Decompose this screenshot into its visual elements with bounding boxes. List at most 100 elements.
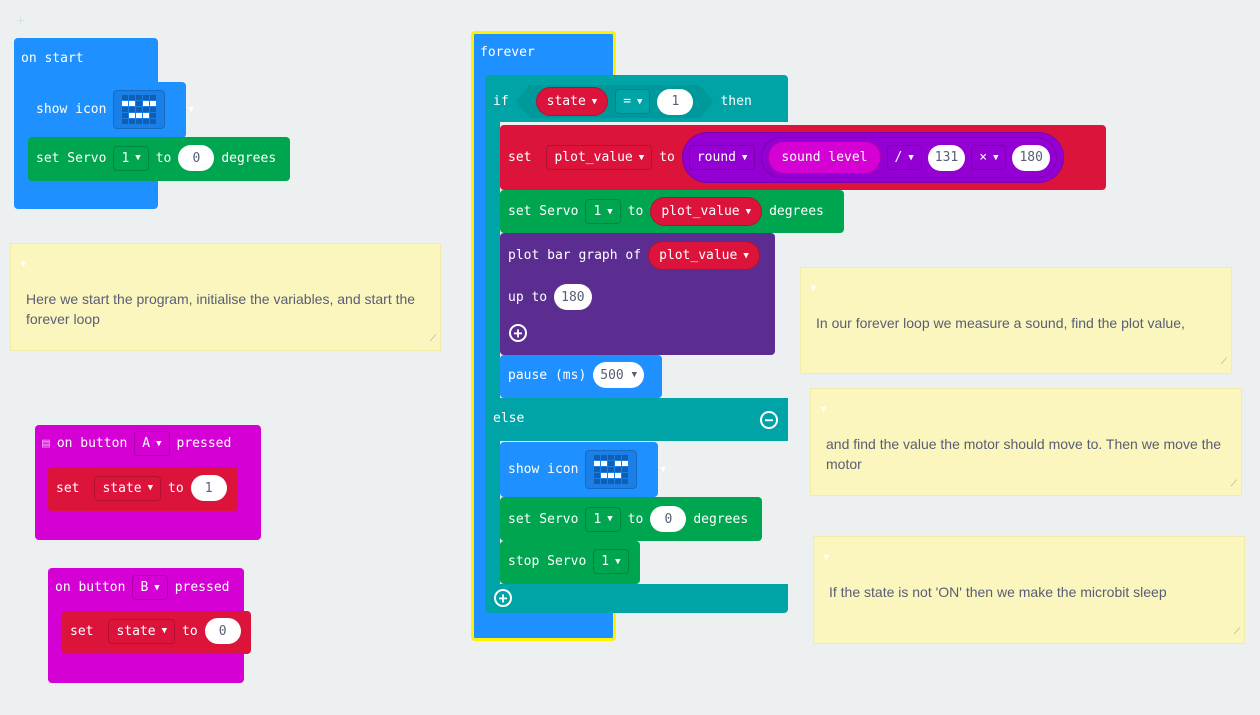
led-cell bbox=[143, 113, 150, 118]
plus-icon[interactable]: + bbox=[494, 589, 512, 607]
led-cell bbox=[615, 479, 622, 484]
compare-value-input[interactable]: 1 bbox=[657, 89, 693, 115]
set-servo-label: set Servo bbox=[36, 150, 107, 166]
pressed-label: pressed bbox=[176, 436, 232, 451]
led-cell bbox=[150, 113, 157, 118]
operator-dropdown[interactable]: =▼ bbox=[615, 89, 650, 114]
set-label: set bbox=[508, 150, 532, 165]
collapse-icon[interactable]: ▼ bbox=[822, 552, 831, 562]
variable-dropdown[interactable]: plot_value▼ bbox=[546, 145, 653, 170]
servo-dropdown[interactable]: 1▼ bbox=[585, 199, 621, 224]
set-label: set bbox=[56, 480, 80, 496]
led-icon-picker[interactable] bbox=[113, 90, 166, 129]
pause-dropdown[interactable]: 500 ▼ bbox=[593, 362, 645, 388]
led-cell bbox=[129, 113, 136, 118]
variable-dropdown[interactable]: state▼ bbox=[536, 87, 609, 116]
value-input[interactable]: 1 bbox=[190, 475, 227, 501]
led-cell bbox=[594, 455, 601, 460]
show-icon-label: show icon bbox=[508, 462, 579, 477]
chevron-down-icon: ▼ bbox=[615, 556, 621, 567]
operator-dropdown[interactable]: /▼ bbox=[886, 145, 922, 170]
led-cell bbox=[136, 119, 143, 124]
stop-servo-label: stop Servo bbox=[508, 554, 587, 569]
collapse-icon[interactable]: ▼ bbox=[19, 259, 28, 269]
button-dropdown[interactable]: A▼ bbox=[134, 431, 170, 456]
round-block[interactable]: round▼ sound level /▼ 131 ×▼ 180 bbox=[681, 132, 1064, 183]
set-servo-block[interactable] bbox=[500, 497, 762, 541]
variable-dropdown[interactable]: state▼ bbox=[94, 475, 162, 501]
degrees-label: degrees bbox=[221, 150, 277, 166]
chevron-down-icon: ▼ bbox=[607, 206, 613, 217]
comment-note[interactable]: ▼ If the state is not 'ON' then we make … bbox=[813, 536, 1245, 644]
comment-icon[interactable]: ▤ bbox=[42, 436, 50, 451]
then-label: then bbox=[720, 94, 752, 109]
sound-level-block[interactable]: sound level bbox=[768, 141, 881, 174]
servo-dropdown[interactable]: 1▼ bbox=[585, 506, 621, 532]
resize-handle-icon[interactable]: ⟋ bbox=[1230, 478, 1237, 488]
chevron-down-icon: ▼ bbox=[147, 483, 154, 493]
chevron-down-icon: ▼ bbox=[743, 250, 749, 261]
operator-dropdown[interactable]: ×▼ bbox=[971, 145, 1007, 170]
collapse-icon[interactable]: ▼ bbox=[809, 283, 818, 293]
collapse-icon[interactable]: ▼ bbox=[819, 404, 828, 414]
resize-handle-icon[interactable]: ⟋ bbox=[429, 333, 436, 343]
degrees-input[interactable]: 0 bbox=[650, 506, 687, 532]
resize-handle-icon[interactable]: ⟋ bbox=[1233, 626, 1240, 636]
led-cell bbox=[143, 101, 150, 106]
chevron-down-icon: ▼ bbox=[161, 626, 168, 636]
to-label: to bbox=[155, 150, 172, 166]
led-cell bbox=[129, 119, 136, 124]
led-cell bbox=[129, 101, 136, 106]
led-cell bbox=[601, 461, 608, 466]
chevron-down-icon[interactable]: ▼ bbox=[660, 464, 666, 475]
chevron-down-icon: ▼ bbox=[156, 438, 162, 449]
led-cell bbox=[594, 479, 601, 484]
led-cell bbox=[622, 461, 629, 466]
divisor-input[interactable]: 131 bbox=[927, 144, 966, 171]
led-cell bbox=[622, 473, 629, 478]
compare-block[interactable]: state▼ =▼ 1 bbox=[516, 85, 714, 118]
led-cell bbox=[594, 467, 601, 472]
multiplier-input[interactable]: 180 bbox=[1012, 144, 1050, 171]
minus-icon[interactable]: − bbox=[760, 411, 778, 429]
resize-handle-icon[interactable]: ⟋ bbox=[1220, 356, 1227, 366]
chevron-down-icon: ▼ bbox=[745, 206, 752, 217]
led-cell bbox=[608, 455, 615, 460]
button-dropdown[interactable]: B▼ bbox=[132, 575, 168, 600]
chevron-down-icon: ▼ bbox=[741, 152, 748, 163]
led-cell bbox=[143, 107, 150, 112]
arithmetic-block[interactable]: sound level /▼ 131 ×▼ 180 bbox=[761, 137, 1057, 178]
on-button-label: on button bbox=[55, 580, 126, 595]
led-cell bbox=[601, 455, 608, 460]
led-cell bbox=[129, 95, 136, 100]
degrees-label: degrees bbox=[693, 511, 749, 527]
led-cell bbox=[150, 95, 157, 100]
if-label: if bbox=[493, 94, 509, 109]
led-cell bbox=[150, 107, 157, 112]
chevron-down-icon[interactable]: ▼ bbox=[188, 104, 194, 115]
comment-note[interactable]: ▼ Here we start the program, initialise … bbox=[10, 243, 441, 351]
led-icon-picker[interactable] bbox=[585, 450, 638, 489]
degrees-label: degrees bbox=[769, 204, 824, 219]
plus-icon[interactable]: + bbox=[509, 324, 527, 342]
to-label: to bbox=[168, 480, 184, 496]
chevron-down-icon: ▼ bbox=[637, 96, 643, 107]
variable-dropdown[interactable]: state▼ bbox=[108, 618, 176, 644]
led-cell bbox=[615, 455, 622, 460]
degrees-input[interactable]: 0 bbox=[178, 145, 215, 171]
comment-note[interactable]: ▼ and find the value the motor should mo… bbox=[810, 388, 1242, 496]
comment-note[interactable]: ▼ In our forever loop we measure a sound… bbox=[800, 267, 1232, 374]
chevron-down-icon: ▼ bbox=[631, 370, 638, 380]
led-cell bbox=[608, 473, 615, 478]
round-dropdown[interactable]: round▼ bbox=[688, 145, 756, 170]
up-to-input[interactable]: 180 bbox=[554, 284, 592, 310]
variable-dropdown[interactable]: plot_value▼ bbox=[650, 197, 763, 226]
set-servo-block[interactable] bbox=[28, 137, 290, 181]
variable-dropdown[interactable]: plot_value▼ bbox=[648, 241, 760, 270]
servo-dropdown[interactable]: 1▼ bbox=[113, 145, 149, 171]
led-cell bbox=[615, 461, 622, 466]
value-input[interactable]: 0 bbox=[204, 618, 241, 644]
on-button-label: on button bbox=[56, 436, 128, 451]
led-cell bbox=[150, 101, 157, 106]
servo-dropdown[interactable]: 1▼ bbox=[593, 549, 629, 574]
